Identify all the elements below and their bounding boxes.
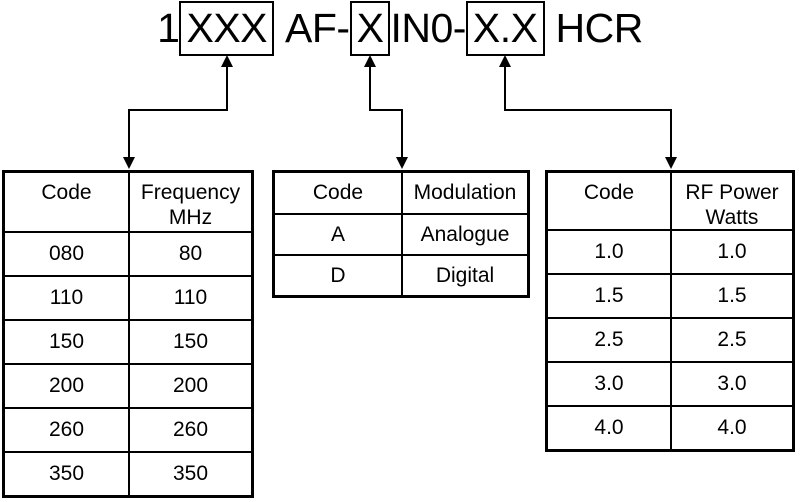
connector-arrow-modulation [364,55,408,169]
value-cell: 150 [128,321,251,363]
code-cell: 3.0 [594,372,624,395]
modulation-table: Code Modulation A Analogue D Digital [272,170,530,298]
part-number-title: 1 XXX AF- X IN0- X.X HCR [0,0,800,56]
value-cell: 1.0 [670,231,792,273]
table-header-row: Code Frequency MHz [5,173,251,231]
value-cell: 2.5 [670,319,792,361]
code-cell: 350 [48,462,85,485]
header-line: MHz [168,206,213,229]
table-header-row: Code RF Power Watts [548,173,792,229]
box-modulation-code: X [349,0,391,56]
column-header-code: Code [583,181,635,204]
table-row: 3.0 3.0 [548,361,792,405]
title-suffix: HCR [555,4,644,51]
box-frequency-code: XXX [179,0,275,56]
value-cell: 4.0 [670,407,792,449]
code-cell: 1.5 [594,284,624,307]
table-row: 260 260 [5,407,251,451]
header-line: Watts [705,206,759,229]
value-cell: Digital [401,256,527,295]
value-cell: 110 [128,277,251,319]
value-cell: 80 [128,233,251,275]
value-cell: Analogue [401,215,527,254]
title-prefix: 1 [157,4,180,51]
value-cell: 3.0 [670,363,792,405]
table-row: 1.0 1.0 [548,229,792,273]
value-cell: 260 [128,409,251,451]
table-row: 1.5 1.5 [548,273,792,317]
connector-arrow-frequency [123,55,233,169]
code-cell: 1.0 [594,240,624,263]
title-mid1: AF- [285,4,350,51]
code-cell: 200 [48,374,85,397]
code-cell: A [330,222,345,246]
value-cell: 350 [128,453,251,495]
code-cell: 150 [48,330,85,353]
column-header-code: Code [312,181,364,204]
column-header-code: Code [41,181,92,204]
code-cell: 2.5 [594,328,624,351]
title-mid2: IN0- [390,4,466,51]
code-cell: D [330,263,346,287]
header-line: Frequency [140,181,241,204]
table-row: A Analogue [275,213,527,254]
column-header-modulation: Modulation [401,173,527,213]
table-header-row: Code Modulation [275,173,527,213]
value-cell: 1.5 [670,275,792,317]
value-cell: 200 [128,365,251,407]
frequency-table: Code Frequency MHz 080 80 110 110 150 15… [2,170,254,498]
table-row: 080 80 [5,231,251,275]
table-row: 2.5 2.5 [548,317,792,361]
column-header-frequency: Frequency MHz [128,173,251,231]
table-row: D Digital [275,254,527,295]
column-header-rf-power: RF Power Watts [670,173,792,229]
table-row: 110 110 [5,275,251,319]
table-row: 150 150 [5,319,251,363]
box-power-code: X.X [465,0,545,56]
code-cell: 110 [49,286,84,309]
header-line: RF Power [685,181,779,204]
table-row: 200 200 [5,363,251,407]
table-row: 4.0 4.0 [548,405,792,449]
table-row: 350 350 [5,451,251,495]
rf-power-table: Code RF Power Watts 1.0 1.0 1.5 1.5 2.5 … [545,170,795,452]
connector-arrow-power [499,55,677,169]
code-cell: 4.0 [594,416,624,439]
code-cell: 080 [48,242,85,265]
code-cell: 260 [48,418,85,441]
